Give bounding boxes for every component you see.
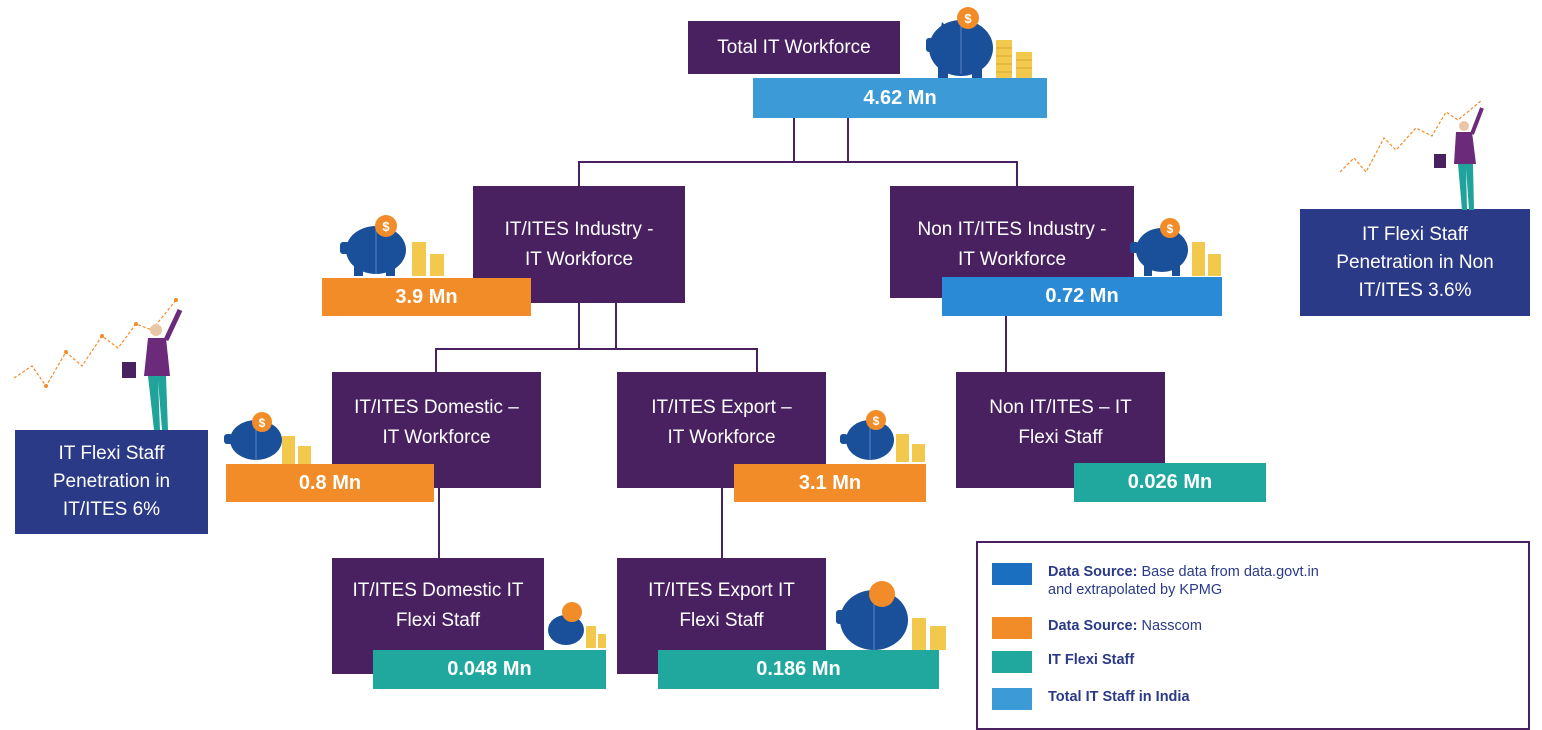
legend-swatch: [992, 617, 1032, 639]
legend-bold: Data Source:: [1048, 564, 1138, 580]
piggy-bank-icon: [548, 602, 606, 648]
legend-swatch: [992, 688, 1032, 710]
svg-text:$: $: [873, 414, 880, 428]
connector: [1016, 161, 1018, 186]
node-title-line1: Non IT/ITES – IT: [989, 397, 1132, 418]
piggy-bank-icon: $: [340, 215, 444, 276]
legend-swatch: [992, 651, 1032, 673]
node-title-line2: IT Workforce: [957, 249, 1067, 270]
value-label: 0.186 Mn: [756, 658, 841, 680]
svg-text:$: $: [382, 219, 390, 234]
note-line1: IT Flexi Staff: [58, 443, 165, 464]
connector: [438, 488, 440, 558]
node-title-line1: IT/ITES Domestic –: [354, 397, 519, 418]
value-itites-industry: 3.9 Mn: [322, 278, 531, 316]
node-total-it-workforce: Total IT Workforce: [688, 21, 900, 74]
connector: [721, 488, 723, 558]
connector: [1005, 316, 1007, 372]
legend: Data Source: Base data from data.govt.in…: [976, 541, 1530, 730]
businessman-growth-icon: [1339, 99, 1484, 210]
legend-swatch: [992, 563, 1032, 585]
legend-item-total-staff: Total IT Staff in India: [992, 688, 1190, 710]
legend-item-nasscom: Data Source: Nasscom: [992, 617, 1202, 639]
connector: [435, 348, 437, 372]
value-domestic-flexi: 0.048 Mn: [373, 650, 606, 689]
value-label: 3.1 Mn: [798, 471, 862, 494]
note-flexi-penetration-non-itites: IT Flexi Staff Penetration in Non IT/ITE…: [1300, 209, 1530, 316]
connector: [578, 161, 1018, 163]
node-title-line2: Flexi Staff: [395, 610, 481, 631]
piggy-bank-icon: $: [1130, 218, 1221, 276]
legend-label: Base data from data.govt.in: [1137, 564, 1319, 580]
legend-bold: Total IT Staff in India: [1048, 689, 1190, 705]
value-label: 0.72 Mn: [1045, 285, 1119, 307]
legend-text: Total IT Staff in India: [1048, 688, 1190, 706]
node-title-line2: Flexi Staff: [679, 610, 764, 631]
legend-item-govt-source: Data Source: Base data from data.govt.in…: [992, 563, 1319, 599]
node-title-line1: IT/ITES Export IT: [648, 580, 795, 601]
legend-text: Data Source: Base data from data.govt.in…: [1048, 563, 1319, 599]
value-label: 0.026 Mn: [1127, 471, 1213, 493]
value-itites-domestic: 0.8 Mn: [226, 464, 434, 502]
legend-text: IT Flexi Staff: [1048, 651, 1134, 669]
legend-item-flexi-staff: IT Flexi Staff: [992, 651, 1134, 673]
connector: [793, 117, 795, 163]
value-label: 3.9 Mn: [395, 285, 458, 308]
node-title-line2: IT Workforce: [382, 427, 491, 448]
connector: [435, 348, 758, 350]
node-title-line2: IT Workforce: [667, 427, 776, 448]
note-line2: Penetration in: [52, 471, 171, 492]
piggy-bank-icon: $: [926, 7, 1032, 78]
value-non-itites-industry: 0.72 Mn: [942, 277, 1222, 316]
connector: [756, 348, 758, 372]
value-total-it-workforce: 4.62 Mn: [753, 78, 1047, 118]
svg-text:$: $: [1167, 222, 1174, 236]
note-line3: IT/ITES 6%: [62, 499, 161, 520]
note-line1: IT Flexi Staff: [1362, 223, 1468, 245]
node-title-line1: IT/ITES Export –: [651, 397, 792, 418]
value-itites-export: 3.1 Mn: [734, 464, 926, 502]
node-title-line2: IT Workforce: [524, 249, 634, 270]
value-label: 0.048 Mn: [447, 658, 532, 680]
connector: [578, 161, 580, 186]
node-title: Total IT Workforce: [717, 36, 871, 58]
value-label: 4.62 Mn: [863, 86, 937, 109]
legend-text: Data Source: Nasscom: [1048, 617, 1202, 635]
value-export-flexi: 0.186 Mn: [658, 650, 939, 689]
svg-text:$: $: [259, 416, 266, 430]
connector: [615, 303, 617, 349]
value-non-itites-flexi: 0.026 Mn: [1074, 463, 1266, 502]
value-label: 0.8 Mn: [298, 471, 362, 494]
businessman-growth-icon: [13, 298, 183, 430]
note-flexi-penetration-itites: IT Flexi Staff Penetration in IT/ITES 6%: [15, 430, 208, 534]
note-line2: Penetration in Non: [1336, 251, 1494, 273]
legend-bold: IT Flexi Staff: [1048, 652, 1135, 668]
legend-bold: Data Source:: [1048, 618, 1138, 634]
connector: [847, 117, 849, 163]
node-title-line1: IT/ITES Industry -: [504, 219, 654, 240]
node-title-line1: Non IT/ITES Industry -: [917, 219, 1107, 240]
svg-text:$: $: [964, 11, 972, 26]
legend-label-line2: and extrapolated by KPMG: [1048, 582, 1223, 598]
legend-label: Nasscom: [1137, 618, 1202, 634]
node-title-line2: Flexi Staff: [1018, 427, 1103, 448]
piggy-bank-icon: [836, 581, 946, 650]
connector: [578, 303, 580, 349]
piggy-bank-icon: $: [224, 412, 311, 464]
piggy-bank-icon: $: [840, 410, 925, 462]
note-line3: IT/ITES 3.6%: [1358, 279, 1472, 301]
node-title-line1: IT/ITES Domestic IT: [352, 580, 524, 601]
